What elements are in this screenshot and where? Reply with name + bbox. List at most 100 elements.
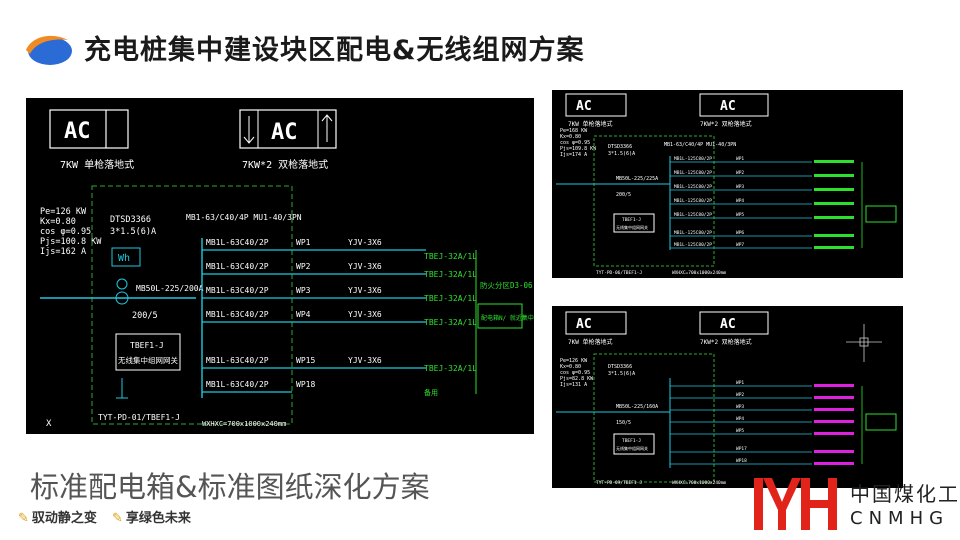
caption-left: 7KW 单枪落地式 [568, 120, 612, 128]
caption-left: 7KW 单枪落地式 [60, 158, 134, 171]
box-size: WXHXC=700x1000x240mm [672, 480, 726, 486]
diagram-thumbnail-top: AC 7KW 单枪落地式 AC 7KW*2 双枪落地式 Pe=168 KW Kx… [552, 90, 903, 278]
circuit-id: WP4 [736, 416, 744, 422]
circuit-id: WP4 [296, 310, 311, 319]
zone-label: 防火分区D3-06 [480, 280, 533, 290]
breaker-label: MB1L-125C80/2P [674, 230, 712, 236]
circuit-id: WP2 [736, 392, 744, 398]
section-subtitle: 标准配电箱&标准图纸深化方案 [30, 470, 430, 504]
spec-line: Pjs=82.8 KW [560, 376, 594, 382]
current-transformer: 200/5 [132, 311, 158, 321]
cable-spec: YJV-3X6 [348, 238, 382, 247]
circuit-id: WP4 [736, 198, 744, 204]
router-name: 无线集中组网网关 [118, 355, 178, 365]
breaker-label: MB1L-63C40/2P [206, 238, 269, 247]
cable-spec: YJV-3X6 [348, 356, 382, 365]
ac-label-right: AC [720, 317, 736, 332]
breaker-label: MB1L-125C80/2P [674, 184, 712, 190]
page-title: 充电桩集中建设块区配电&无线组网方案 [84, 35, 585, 66]
spec-line: Pe=126 KW [560, 358, 588, 364]
spec-line: Ijs=131 A [560, 382, 587, 388]
breaker-label: MB1L-125C80/2P [674, 198, 712, 204]
meter-rating: 3*1.5(6)A [608, 371, 635, 377]
ac-label-left: AC [576, 99, 592, 114]
cable-spec: YJV-3X6 [348, 262, 382, 271]
main-switch: MB1-63/C40/4P MU1-40/3PN [664, 142, 736, 148]
meter-model: DTSD3366 [608, 364, 632, 370]
router-code: TBEF1-J [622, 217, 641, 223]
meter-model: DTSD3366 [608, 144, 632, 150]
router-name: 无线集中组网网关 [616, 224, 648, 230]
breaker-label: MB1L-125C80/2P [674, 212, 712, 218]
breaker-label: MB1L-63C40/2P [206, 286, 269, 295]
spec-line: Pjs=100.8 KW [40, 237, 102, 247]
breaker-label: MB1L-63C40/2P [206, 380, 269, 389]
circuit-id: WP1 [736, 380, 744, 386]
circuit-id: WP15 [296, 356, 315, 365]
circuit-id: WP18 [736, 458, 747, 464]
incoming-breaker: MB50L-225/200A [136, 284, 204, 293]
spec-line: Pe=126 KW [40, 207, 87, 217]
calligraphy-mark-icon: ✎ [18, 511, 29, 526]
x-axis-mark: X [46, 419, 52, 429]
box-code: TYT-PD-01/TBEF1-J [98, 413, 180, 422]
right-box-label: 配电箱N/ 就近集中器 [481, 314, 534, 322]
slogan-left: ✎驭动静之变 [18, 511, 97, 526]
current-transformer: 150/5 [616, 420, 631, 426]
box-code: TYT-PD-06/TBEF1-J [596, 270, 642, 276]
circuit-id: WP7 [736, 242, 744, 248]
cable-spec: YJV-3X6 [348, 310, 382, 319]
brand-name-cn: 中国煤化工 [850, 482, 960, 506]
circuit-id: WP5 [736, 212, 744, 218]
ac-label-left: AC [576, 317, 592, 332]
tail-label: TBEJ-32A/1L [424, 364, 477, 373]
circuit-id: WP5 [736, 428, 744, 434]
spec-line: cos φ=0.95 [560, 370, 590, 376]
breaker-label: MB1L-63C40/2P [206, 262, 269, 271]
circuit-id: WP1 [296, 238, 311, 247]
main-switch: MB1-63/C40/4P MU1-40/3PN [186, 213, 302, 222]
company-swoosh-icon [26, 35, 72, 65]
incoming-breaker: MB50L-225/225A [616, 176, 658, 182]
tail-label: TBEJ-32A/1L [424, 270, 477, 279]
spec-line: Pe=168 KW [560, 128, 588, 134]
calligraphy-mark-icon: ✎ [112, 511, 123, 526]
box-code: TYT-PD-09/TBEF1-J [596, 480, 642, 486]
spec-line: Ijs=162 A [40, 247, 86, 257]
circuit-id: WP2 [736, 170, 744, 176]
meter-model: DTSD3366 [110, 215, 151, 225]
incoming-breaker: MB50L-225/160A [616, 404, 658, 410]
breaker-label: MB1L-125C80/2P [674, 156, 712, 162]
current-transformer: 200/5 [616, 192, 631, 198]
box-size: WXHXC=700x1000x240mm [202, 420, 286, 428]
spare-label: 备用 [424, 388, 438, 397]
spec-line: Pjs=109.8 KW [560, 146, 597, 152]
meter-box: Wh [118, 253, 130, 264]
spec-line: Kx=0.80 [40, 217, 76, 227]
circuit-id: WP3 [736, 184, 744, 190]
breaker-label: MB1L-63C40/2P [206, 310, 269, 319]
caption-right: 7KW*2 双枪落地式 [700, 338, 752, 346]
brand-logo-icon [754, 478, 837, 530]
spec-line: Kx=0.80 [560, 364, 581, 370]
slogan-right: ✎享绿色未来 [112, 511, 191, 526]
circuit-id: WP1 [736, 156, 744, 162]
caption-right: 7KW*2 双枪落地式 [242, 158, 328, 171]
ac-label-right: AC [271, 120, 298, 145]
caption-left: 7KW 单枪落地式 [568, 338, 612, 346]
circuit-id: WP17 [736, 446, 747, 452]
router-code: TBEF1-J [130, 341, 164, 350]
breaker-label: MB1L-125C80/2P [674, 242, 712, 248]
tail-label: TBEJ-32A/1L [424, 252, 477, 261]
tail-label: TBEJ-32A/1L [424, 294, 477, 303]
circuit-id: WP3 [296, 286, 311, 295]
main-distribution-diagram: AC 7KW 单枪落地式 AC 7KW*2 双枪落地式 Pe=126 KW Kx… [26, 98, 534, 434]
brand-name-en: CNMHG [850, 508, 950, 529]
caption-right: 7KW*2 双枪落地式 [700, 120, 752, 128]
ac-label-right: AC [720, 99, 736, 114]
meter-rating: 3*1.5(6)A [110, 227, 156, 237]
tail-label: TBEJ-32A/1L [424, 318, 477, 327]
diagram-thumbnail-bottom: AC 7KW 单枪落地式 AC 7KW*2 双枪落地式 Pe=126 KW Kx… [552, 306, 903, 488]
box-size: WXHXC=700x1000x240mm [672, 270, 726, 276]
circuit-id: WP3 [736, 404, 744, 410]
